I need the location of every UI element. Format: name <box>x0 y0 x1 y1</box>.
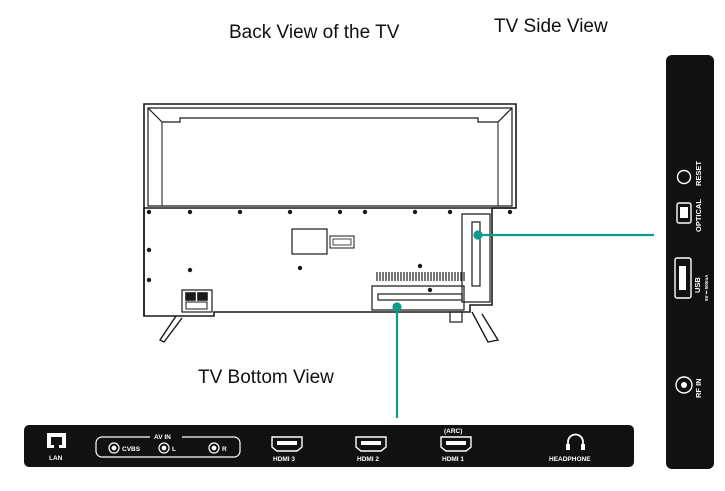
tv-back-illustration <box>143 103 517 343</box>
screw-holes <box>146 209 513 293</box>
av-in-label: AV IN <box>154 434 171 441</box>
optical-port-icon <box>676 202 692 224</box>
arc-label: (ARC) <box>444 428 462 435</box>
hdmi2-label: HDMI 2 <box>357 456 379 463</box>
coax-port-icon <box>675 376 693 394</box>
usb-rating-label: 5V ⎓ 500mA <box>704 274 709 301</box>
screw-hole <box>412 209 418 215</box>
screw-hole <box>427 287 433 293</box>
hdmi-port-icon <box>271 436 472 452</box>
optical-label: OPTICAL <box>694 199 703 232</box>
screw-hole <box>146 209 152 215</box>
reset-button-icon <box>676 169 692 185</box>
screw-hole <box>507 209 513 215</box>
screw-hole <box>146 277 152 283</box>
hdmi3-label: HDMI 3 <box>273 456 295 463</box>
screw-hole <box>447 209 453 215</box>
screw-hole <box>297 265 303 271</box>
rfin-label: RF IN <box>694 378 703 398</box>
screw-hole <box>237 209 243 215</box>
hdmi1-label: HDMI 1 <box>442 456 464 463</box>
l-label: L <box>172 446 176 453</box>
screw-hole <box>146 247 152 253</box>
screw-hole <box>287 209 293 215</box>
lan-label: LAN <box>49 455 63 462</box>
screw-hole <box>362 209 368 215</box>
bottom-view-title: TV Bottom View <box>198 367 334 388</box>
reset-label: RESET <box>694 161 703 186</box>
vent-grille <box>376 272 465 281</box>
callout-lines <box>392 230 654 418</box>
back-view-title: Back View of the TV <box>229 22 400 43</box>
screw-hole <box>187 267 193 273</box>
screw-hole <box>337 209 343 215</box>
r-label: R <box>222 446 227 453</box>
rca-jack-icon <box>108 442 220 454</box>
usb-port-icon <box>674 257 692 299</box>
screw-hole <box>417 263 423 269</box>
headphone-label: HEADPHONE <box>549 456 591 463</box>
cvbs-label: CVBS <box>122 446 141 453</box>
bottom-panel: LAN AV IN CVBS L R HDMI 3 HDMI 2 (ARC) H… <box>24 425 634 467</box>
ethernet-icon <box>47 433 66 448</box>
screw-hole <box>187 209 193 215</box>
side-view-title: TV Side View <box>494 16 608 37</box>
headphone-icon <box>566 433 585 450</box>
side-panel: RESET OPTICAL USB 5V ⎓ 500mA RF IN <box>666 55 714 469</box>
usb-label: USB <box>693 277 702 293</box>
